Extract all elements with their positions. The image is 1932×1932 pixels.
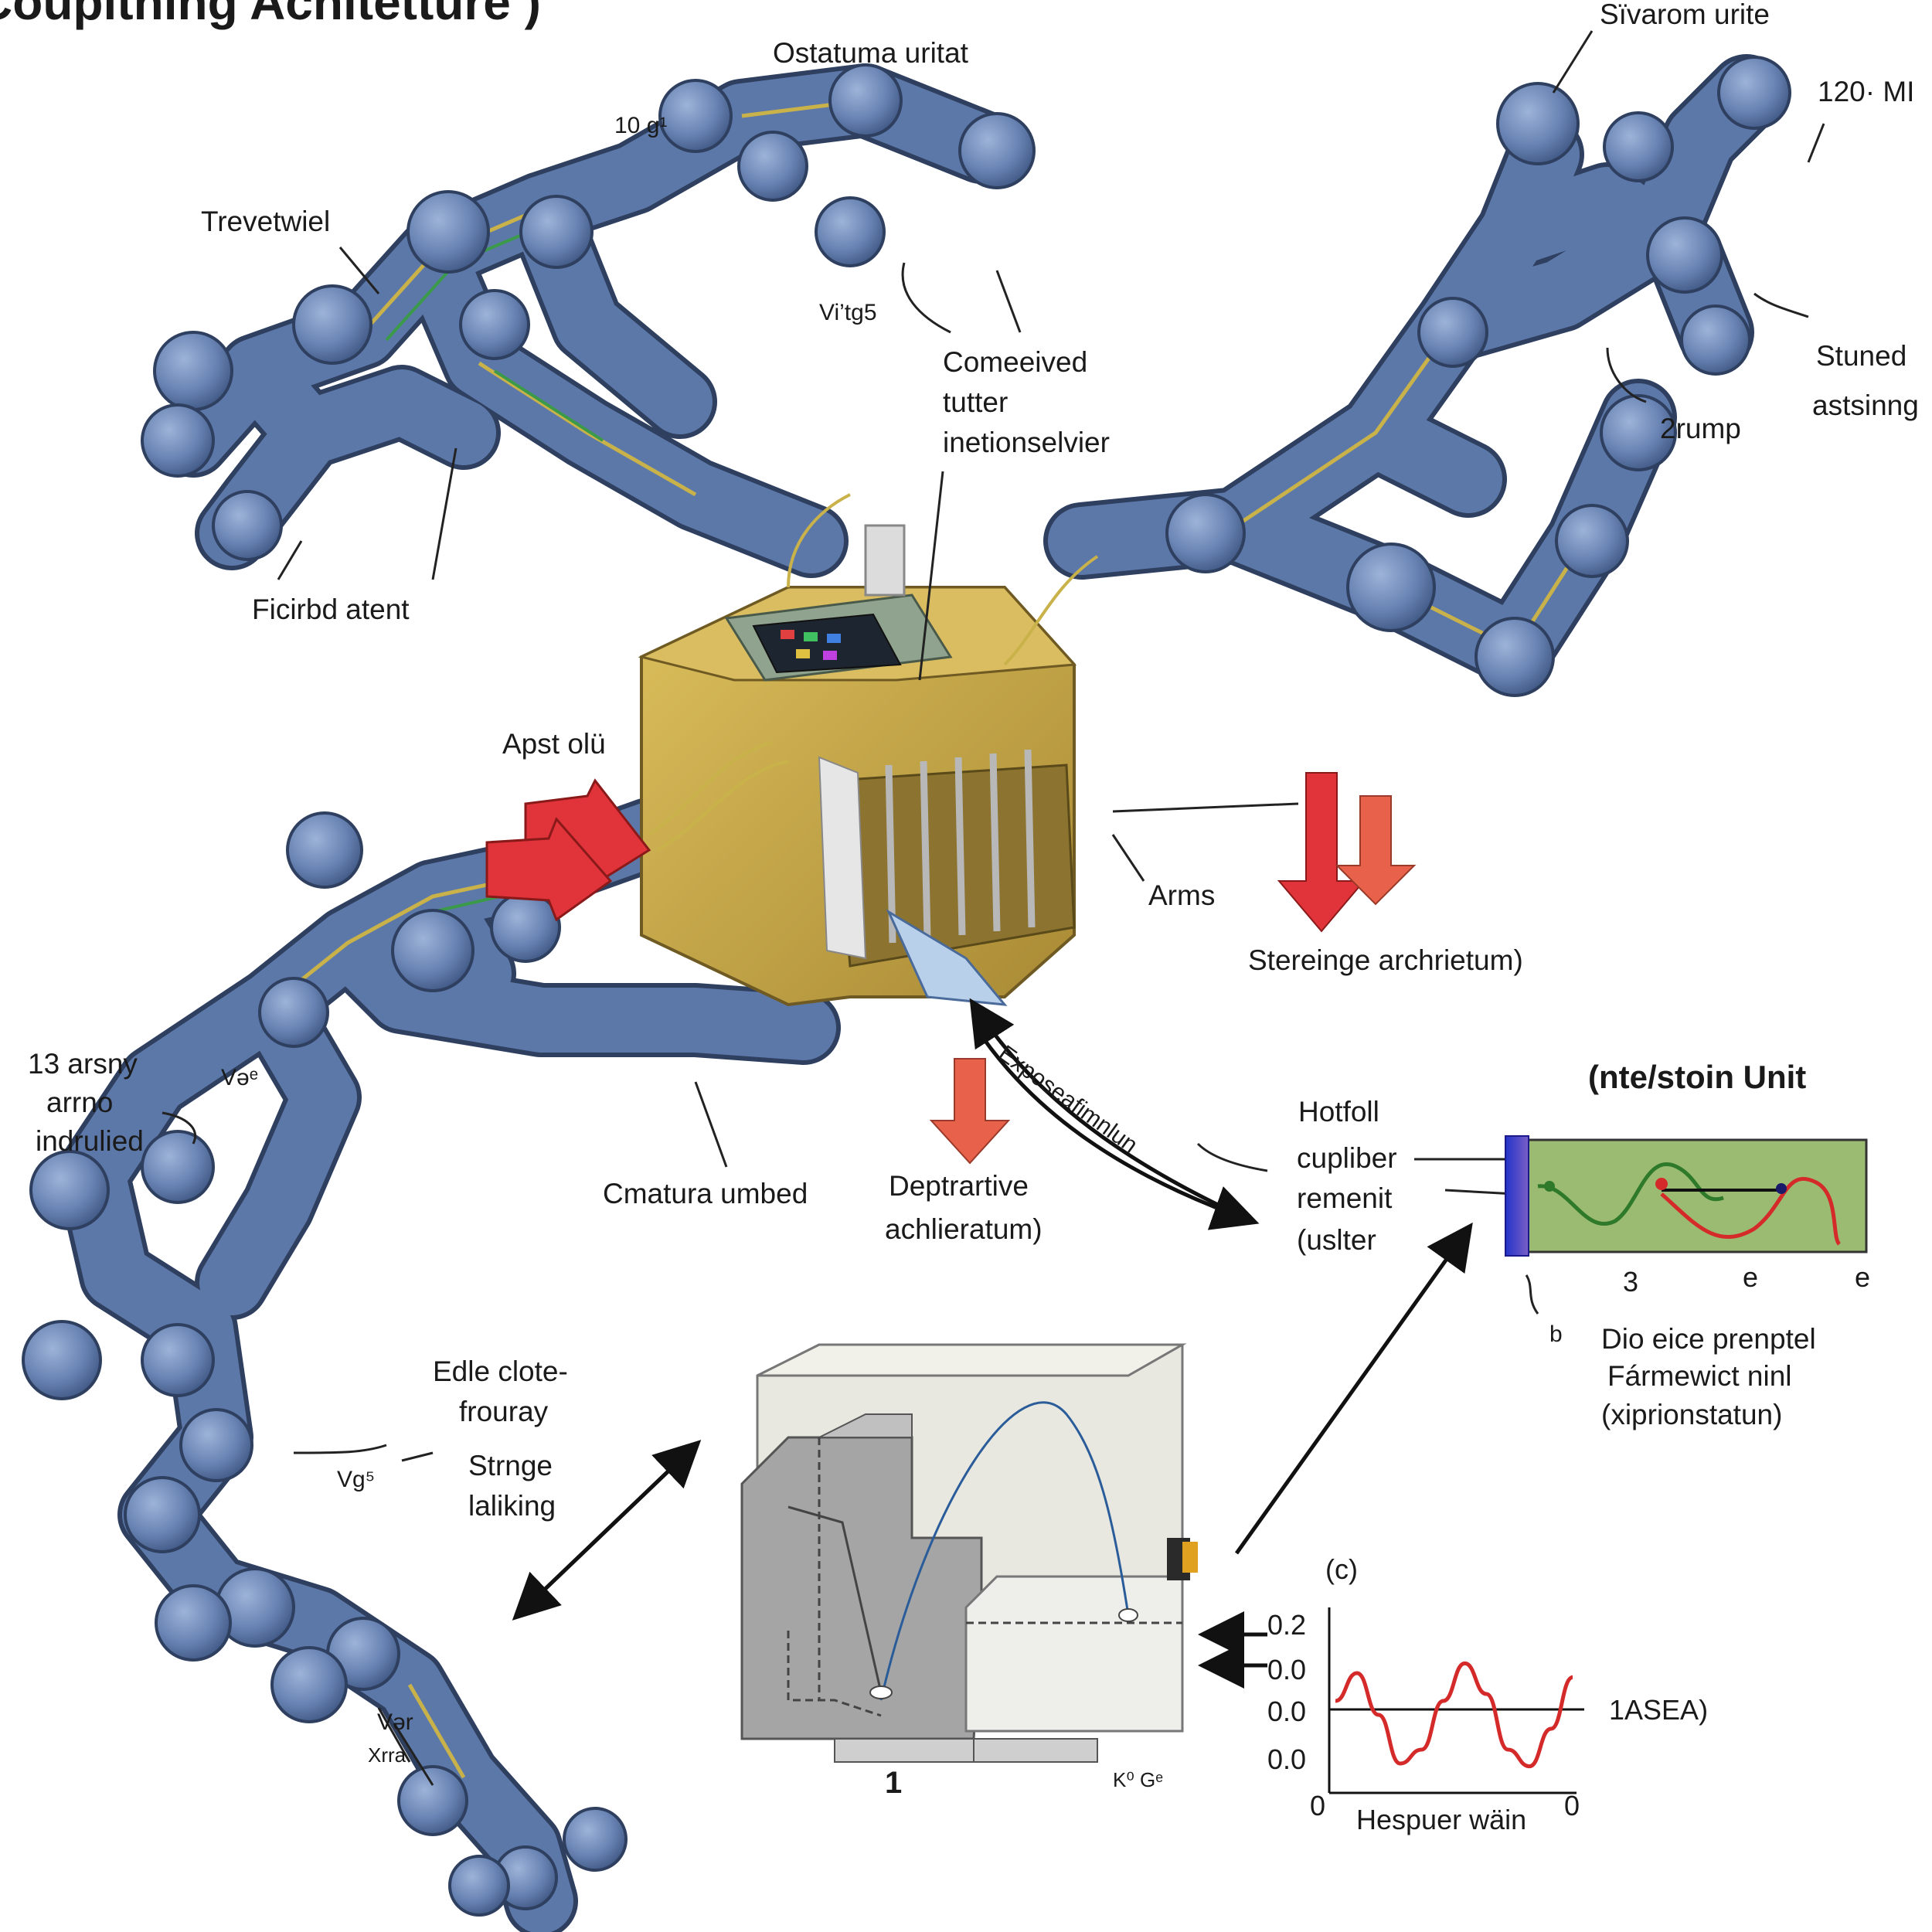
wave-chart-annotation: 1ASEA) (1609, 1694, 1709, 1726)
wave-series-line-0 (1335, 1661, 1574, 1769)
leader-lines (162, 30, 1825, 1786)
orange-arrow-down-1 (1335, 795, 1417, 906)
unit-inset-b-label: b (1549, 1321, 1563, 1347)
label-strnge-1: Strnge (468, 1450, 553, 1481)
unit-inset-caption-1: Dio eice prenptel (1601, 1323, 1816, 1355)
wave-chart-x-tick-0: 0 (1310, 1790, 1326, 1821)
label-figure-1: 1 (885, 1766, 903, 1800)
unit-inset-tick-e2: e (1855, 1261, 1871, 1293)
label-ostatuma: Ostatuma uritat (773, 37, 968, 69)
unit-inset-caption-2: Fármewict ninl (1607, 1360, 1792, 1392)
label-arsny-2: arrno (46, 1087, 114, 1118)
label-virtgs: Vi’tg5 (819, 300, 877, 325)
wave-chart-y-tick-1: 0.0 (1267, 1654, 1307, 1685)
wave-chart-x-label: Hespuer wäin (1356, 1804, 1527, 1835)
black-arrows (512, 998, 1473, 1689)
label-trevetwiel: Trevetwiel (201, 206, 331, 237)
label-comeeived-1: Comeeived (943, 346, 1088, 378)
label-arsny-1: 13 arsny (28, 1048, 138, 1080)
arm-lower-left (22, 798, 841, 1932)
central-hub (638, 493, 1099, 1007)
label-sivarom: Sïvarom urite (1600, 0, 1770, 30)
label-hotfoll-3: remenit (1297, 1182, 1393, 1214)
label-vgr: Vər (377, 1709, 413, 1735)
label-stuned-1: Stuned (1816, 340, 1907, 372)
orange-arrow-down-2 (929, 1058, 1011, 1165)
label-arms: Arms (1148, 879, 1216, 911)
wave-chart (1328, 1607, 1584, 1794)
label-rump: 2rump (1660, 413, 1741, 444)
label-comeeived-3: inetionselvier (943, 427, 1110, 458)
wave-chart-y-tick-0: 0.2 (1267, 1609, 1307, 1641)
wave-chart-title: (c) (1325, 1553, 1358, 1585)
red-arrows-left (485, 778, 651, 922)
label-edle-2: frouray (459, 1396, 549, 1427)
label-depirative-2: achlieratum) (885, 1213, 1043, 1245)
label-arsny-3: indrulied (36, 1125, 144, 1157)
label-vg5: Vɡ⁵ (337, 1467, 376, 1492)
label-apst: Apst olü (502, 728, 606, 760)
label-hotfoll-4: (uslter (1297, 1224, 1376, 1256)
label-comeeived-2: tutter (943, 386, 1009, 418)
unit-inset-tick-e1: e (1743, 1261, 1759, 1293)
label-kg: K⁰ Gᵉ (1113, 1768, 1163, 1791)
wave-chart-y-tick-2: 0.0 (1267, 1696, 1307, 1727)
arm-upper-right (1043, 54, 1791, 697)
label-hotfoll-2: cupliber (1297, 1142, 1397, 1174)
diagram-title: Couplthing Achitetture ) (0, 0, 541, 30)
label-hotfoll-1: Hotfoll (1298, 1096, 1379, 1128)
unit-inset-caption-3: (xiprionstatun) (1601, 1399, 1783, 1430)
label-depirative-1: Deptrartive (889, 1170, 1029, 1202)
wave-chart-x-tick-1: 0 (1564, 1790, 1580, 1821)
unit-inset-title: (nte/stoin Unit (1588, 1059, 1807, 1095)
label-edle-1: Edle clote- (433, 1355, 568, 1387)
label-cmatura: Cmatura umbed (603, 1178, 808, 1209)
unit-inset-tick-3: 3 (1623, 1266, 1639, 1298)
label-ficirbd: Ficirbd atent (252, 594, 410, 625)
label-xna: Xrra (368, 1743, 406, 1767)
label-stuned-2: astsinng (1812, 389, 1919, 421)
component-block (740, 1343, 1198, 1763)
label-strnge-2: laliking (468, 1490, 556, 1522)
wave-chart-y-tick-3: 0.0 (1267, 1743, 1307, 1775)
label-120mi: 120· MI (1818, 76, 1915, 107)
unit-inset (1505, 1135, 1868, 1257)
label-vge: Vəᵉ (221, 1065, 258, 1090)
arm-upper-left (141, 63, 1036, 578)
red-arrow-down-1 (1277, 772, 1366, 933)
label-num-top: 10 g¹ (614, 113, 668, 138)
label-stereinge: Stereinge archrietum) (1248, 944, 1523, 976)
